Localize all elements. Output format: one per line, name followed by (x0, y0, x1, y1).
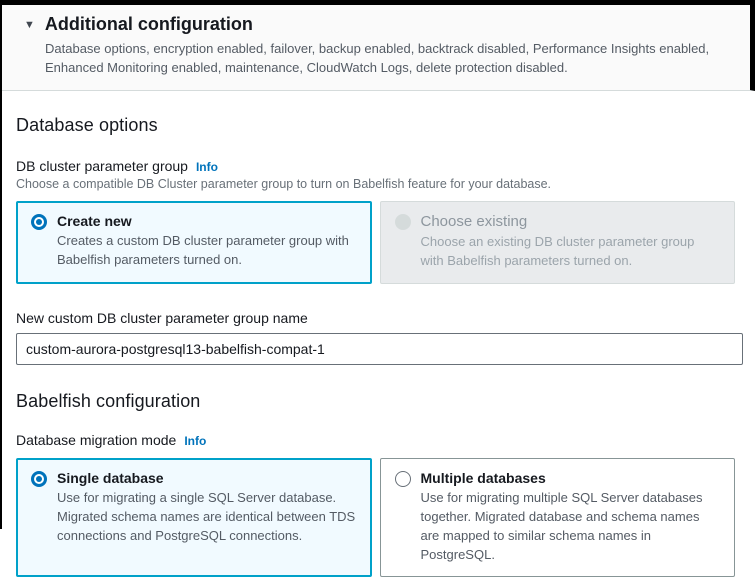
tile-create-new[interactable]: Create new Creates a custom DB cluster p… (16, 200, 372, 284)
tile-create-new-title: Create new (57, 212, 132, 229)
parameter-group-label: DB cluster parameter group (16, 157, 188, 174)
radio-unchecked-icon[interactable] (394, 470, 411, 487)
tile-multiple-databases[interactable]: Multiple databases Use for migrating mul… (379, 457, 735, 577)
section-title: Additional configuration (44, 14, 253, 34)
section-description: Database options, encryption enabled, fa… (45, 41, 710, 75)
tile-single-database-description: Use for migrating a single SQL Server da… (57, 490, 356, 543)
collapse-triangle-icon[interactable]: ▼ (24, 19, 35, 31)
section-expander[interactable]: ▼ Additional configuration (24, 14, 710, 35)
migration-mode-info-link[interactable]: Info (184, 433, 207, 448)
radio-disabled-icon (394, 213, 411, 230)
parameter-group-tile-group: Create new Creates a custom DB cluster p… (16, 200, 735, 284)
migration-mode-tile-group: Single database Use for migrating a sing… (16, 457, 735, 577)
radio-checked-icon[interactable] (31, 470, 47, 487)
database-options-heading: Database options (16, 114, 158, 135)
section-content: Database options DB cluster parameter gr… (2, 115, 755, 577)
new-parameter-group-name-label: New custom DB cluster parameter group na… (16, 309, 308, 326)
radio-checked-icon[interactable] (31, 213, 47, 230)
parameter-group-description: Choose a compatible DB Cluster parameter… (16, 176, 552, 191)
tile-create-new-description: Creates a custom DB cluster parameter gr… (57, 232, 349, 267)
tile-single-database[interactable]: Single database Use for migrating a sing… (16, 457, 372, 577)
tile-multiple-databases-description: Use for migrating multiple SQL Server da… (420, 490, 703, 562)
migration-mode-label: Database migration mode (16, 431, 177, 448)
tile-multiple-databases-title: Multiple databases (420, 469, 546, 486)
new-parameter-group-name-input[interactable] (16, 332, 743, 365)
babelfish-configuration-heading: Babelfish configuration (16, 390, 201, 411)
tile-single-database-title: Single database (57, 469, 164, 486)
tile-choose-existing-title: Choose existing (420, 212, 528, 230)
section-header: ▼ Additional configuration Database opti… (2, 5, 755, 91)
tile-choose-existing-description: Choose an existing DB cluster parameter … (420, 234, 695, 269)
parameter-group-info-link[interactable]: Info (195, 159, 218, 174)
tile-choose-existing: Choose existing Choose an existing DB cl… (379, 200, 735, 284)
